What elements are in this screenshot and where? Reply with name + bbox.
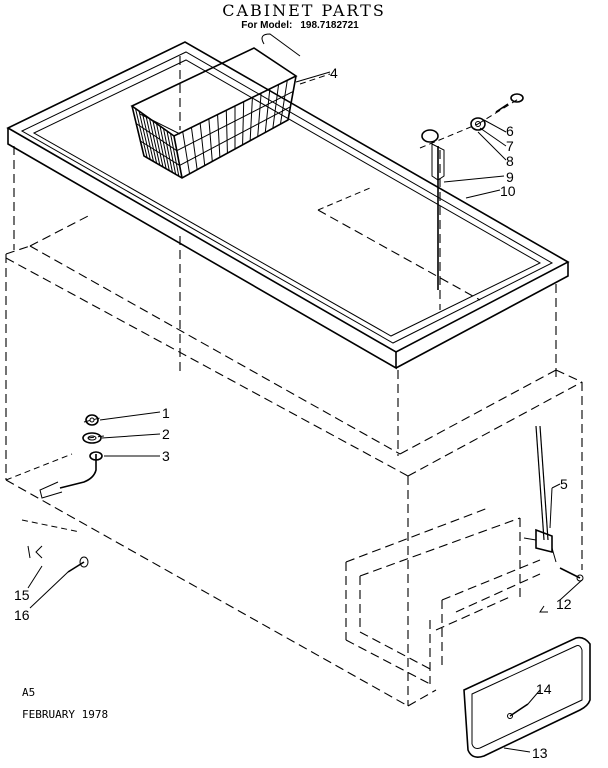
- basket-wire: [149, 118, 161, 166]
- basket-wire: [199, 123, 206, 166]
- basket-wire: [287, 75, 297, 121]
- basket-wire: [279, 80, 288, 125]
- callout-1: 1: [162, 405, 170, 421]
- basket-wire: [138, 110, 151, 160]
- basket-wire: [242, 101, 245, 145]
- basket-wire: [156, 123, 167, 169]
- callout-9: 9: [506, 169, 514, 185]
- cabinet-body: [5, 245, 583, 707]
- basket: [130, 33, 301, 179]
- callout-numbers: 4 6 7 8 9 10 1 2 3 5 12 14 13 15 16: [14, 65, 572, 761]
- lid-hinge-parts: [421, 93, 524, 290]
- callout-8: 8: [506, 153, 514, 169]
- basket-wire: [272, 84, 280, 129]
- basket-wire: [182, 131, 191, 174]
- callout-2: 2: [162, 426, 170, 442]
- basket-rail: [135, 90, 294, 152]
- basket-wire: [145, 115, 158, 164]
- basket-wire: [249, 97, 253, 141]
- basket-wire: [142, 113, 154, 162]
- callout-4: 4: [330, 65, 338, 81]
- machine-compartment: [345, 507, 541, 685]
- callout-12: 12: [556, 596, 572, 612]
- basket-wire: [163, 128, 173, 173]
- model-line: For Model: 198.7182721: [0, 20, 608, 31]
- callout-10: 10: [500, 183, 516, 199]
- basket-wire: [190, 127, 198, 170]
- model-label: For Model:: [241, 20, 293, 31]
- footer-code: A5: [22, 686, 36, 699]
- drain-parts: [27, 414, 103, 573]
- basket-rail: [140, 106, 291, 166]
- model-number: 198.7182721: [300, 20, 359, 31]
- control-parts: [523, 425, 584, 613]
- basket-wire: [257, 93, 262, 137]
- liner-walls: [13, 56, 557, 456]
- callout-6: 6: [506, 123, 514, 139]
- cover-panel: [463, 636, 591, 758]
- basket-wire: [166, 130, 177, 175]
- callout-7: 7: [506, 138, 514, 154]
- callout-5: 5: [560, 476, 568, 492]
- callout-lines: [27, 71, 583, 753]
- basket-wire: [208, 118, 213, 162]
- basket-wire: [159, 125, 170, 171]
- basket-wire: [173, 135, 183, 179]
- diagram-title: CABINET PARTS: [222, 1, 386, 20]
- basket-wire: [225, 110, 228, 154]
- callout-3: 3: [162, 448, 170, 464]
- basket-wire: [131, 105, 145, 157]
- basket-wire: [217, 114, 221, 158]
- basket-wire: [264, 88, 271, 133]
- callout-16: 16: [14, 607, 30, 623]
- basket-wire: [135, 108, 148, 158]
- basket-wire: [152, 120, 164, 168]
- callout-13: 13: [532, 745, 548, 761]
- callout-15: 15: [14, 587, 30, 603]
- footer-date: FEBRUARY 1978: [22, 708, 109, 721]
- callout-14: 14: [536, 681, 552, 697]
- basket-wire: [170, 133, 180, 177]
- lid-frame: [6, 41, 570, 370]
